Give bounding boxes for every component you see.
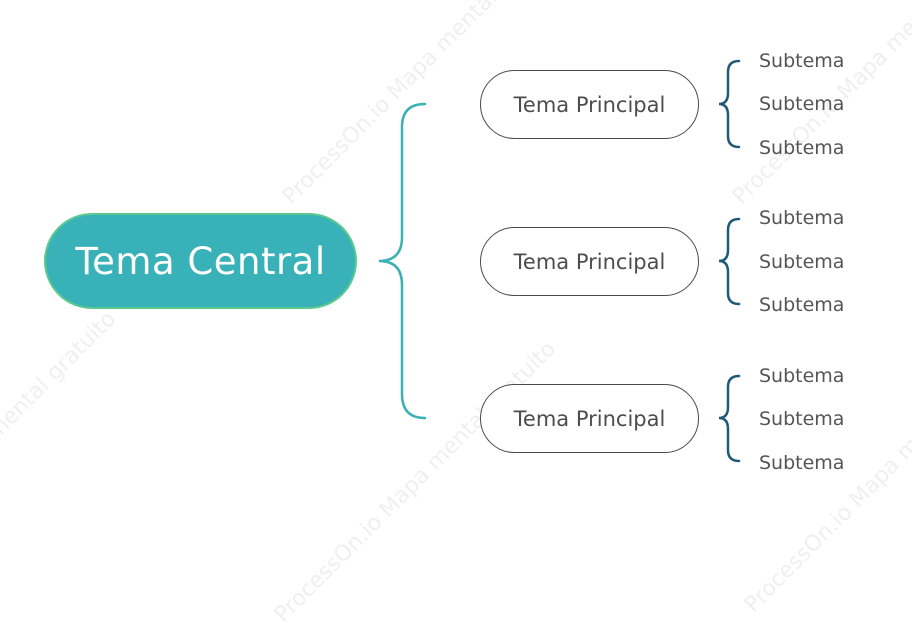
subtopic-node[interactable]: Subtema xyxy=(759,452,845,474)
subtopic-node[interactable]: Subtema xyxy=(759,294,845,316)
main-topic-label: Tema Principal xyxy=(513,406,666,431)
subtopic-node[interactable]: Subtema xyxy=(759,50,845,72)
sub-connector-brace-1 xyxy=(718,59,741,149)
central-topic-node[interactable]: Tema Central xyxy=(44,213,357,309)
subtopic-node[interactable]: Subtema xyxy=(759,365,845,387)
connector-layer xyxy=(378,59,741,463)
subtopic-node[interactable]: Subtema xyxy=(759,137,845,159)
subtopic-node[interactable]: Subtema xyxy=(759,408,845,430)
sub-connector-brace-3 xyxy=(718,374,741,463)
sub-connector-brace-2 xyxy=(718,217,741,306)
subtopic-node[interactable]: Subtema xyxy=(759,207,845,229)
subtopic-node[interactable]: Subtema xyxy=(759,93,845,115)
main-topic-node-3[interactable]: Tema Principal xyxy=(480,384,699,453)
main-topic-label: Tema Principal xyxy=(513,249,666,274)
main-topic-node-2[interactable]: Tema Principal xyxy=(480,227,699,296)
central-topic-label: Tema Central xyxy=(75,239,326,283)
subtopic-node[interactable]: Subtema xyxy=(759,251,845,273)
main-topic-label: Tema Principal xyxy=(513,92,666,117)
main-connector-brace xyxy=(378,102,427,420)
main-topic-node-1[interactable]: Tema Principal xyxy=(480,70,699,139)
